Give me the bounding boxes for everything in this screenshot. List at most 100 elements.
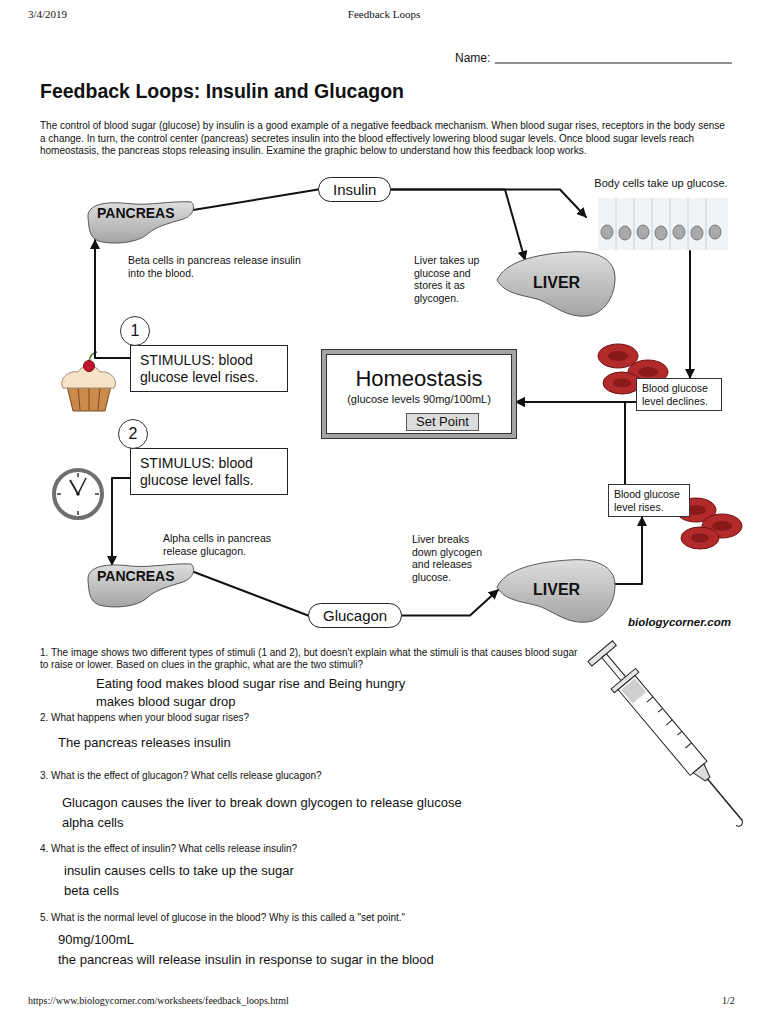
body-cells-illustration-part bbox=[637, 225, 649, 239]
red-blood-cells-upper-part bbox=[613, 379, 631, 388]
node-text: STIMULUS: blood glucose level falls. bbox=[140, 455, 280, 489]
liver-shape bbox=[497, 252, 615, 317]
node-text: 2 bbox=[129, 425, 138, 443]
body-cells-illustration-part bbox=[709, 225, 721, 239]
node-text: Homeostasis bbox=[332, 366, 506, 392]
set-point-box: Set Point bbox=[406, 413, 479, 431]
body-cells-illustration-part bbox=[691, 226, 703, 240]
question-text: 3. What is the effect of glucagon? What … bbox=[40, 770, 322, 781]
syringe-illustration-part bbox=[736, 820, 744, 827]
syringe-illustration-part bbox=[658, 708, 663, 712]
body-cells-illustration-part bbox=[619, 226, 631, 240]
header-title: Feedback Loops bbox=[284, 8, 484, 20]
red-blood-cells-lower-part bbox=[681, 527, 719, 549]
source-credit: biologycorner.com bbox=[628, 616, 731, 628]
pancreas-shape bbox=[88, 202, 194, 243]
syringe-illustration-part bbox=[618, 675, 707, 775]
clock-illustration-part bbox=[78, 478, 86, 494]
callout-number: 1 bbox=[120, 316, 150, 346]
syringe-illustration-part bbox=[677, 731, 682, 735]
homeostasis-box: Homeostasis(glucose levels 90mg/100mL) Se… bbox=[322, 350, 516, 438]
state-box: Blood glucose level rises. bbox=[608, 484, 690, 517]
node-caption: (glucose levels 90mg/100mL) bbox=[332, 392, 506, 406]
red-blood-cells-lower-part bbox=[712, 521, 732, 531]
cupcake-illustration-part bbox=[67, 386, 111, 411]
node-caption: Alpha cells in pancreas release glucagon… bbox=[163, 532, 303, 557]
organ-liver: LIVERLiver breaks down glycogen and rele… bbox=[495, 558, 617, 624]
answer-text: Glucagon causes the liver to break down … bbox=[62, 795, 462, 810]
answer-text: Eating food makes blood sugar rise and B… bbox=[96, 675, 441, 711]
body-cells-illustration-part bbox=[673, 225, 685, 239]
node-text: 1 bbox=[131, 322, 140, 340]
node-text: Insulin bbox=[333, 181, 376, 198]
flow-arrow bbox=[402, 590, 498, 616]
node-text: Blood glucose level declines. bbox=[642, 382, 716, 407]
clock-illustration-part bbox=[77, 511, 79, 515]
cupcake-illustration bbox=[62, 352, 116, 411]
footer-url: https://www.biologycorner.com/worksheets… bbox=[28, 995, 289, 1006]
header-date: 3/4/2019 bbox=[28, 8, 67, 20]
hormone-pill: Glucagon bbox=[308, 603, 402, 628]
stimulus-box: STIMULUS: blood glucose level rises. bbox=[130, 345, 288, 392]
organ-pancreas: PANCREASBeta cells in pancreas release i… bbox=[85, 198, 197, 246]
name-field: Name: bbox=[455, 51, 490, 65]
organ-pancreas: PANCREASAlpha cells in pancreas release … bbox=[85, 560, 197, 610]
organ-liver: LIVERLiver takes up glucose and stores i… bbox=[495, 250, 617, 318]
syringe-illustration-part bbox=[708, 779, 743, 820]
node-text: PANCREAS bbox=[97, 568, 175, 584]
body-cells-illustration-part bbox=[651, 198, 653, 250]
answer-text: insulin causes cells to take up the suga… bbox=[64, 863, 294, 878]
flow-arrow bbox=[516, 402, 625, 484]
node-caption: Liver takes up glucose and stores it as … bbox=[414, 254, 492, 304]
flow-arrow bbox=[193, 190, 318, 211]
cupcake-illustration-part bbox=[89, 387, 90, 410]
syringe-illustration bbox=[588, 641, 756, 833]
answer-text: alpha cells bbox=[62, 815, 123, 830]
node-text: LIVER bbox=[533, 274, 580, 292]
syringe-illustration-part bbox=[693, 764, 713, 784]
syringe-illustration-part bbox=[685, 743, 691, 748]
clock-illustration-part bbox=[76, 492, 80, 496]
hormone-pill: Insulin bbox=[318, 177, 391, 202]
flow-arrow bbox=[194, 572, 308, 616]
body-cells-illustration-part bbox=[655, 226, 667, 240]
body-cells-illustration-part bbox=[687, 198, 689, 250]
body-cells-illustration-part bbox=[705, 198, 707, 250]
red-blood-cells-upper-part bbox=[638, 367, 658, 377]
state-box: Blood glucose level declines. bbox=[636, 378, 722, 411]
node-text: STIMULUS: blood glucose level rises. bbox=[140, 352, 280, 386]
question-text: 4. What is the effect of insulin? What c… bbox=[40, 843, 297, 854]
clock-illustration-part bbox=[77, 473, 79, 477]
body-cells-illustration bbox=[598, 198, 728, 250]
flow-arrow bbox=[615, 517, 642, 584]
page-number: 1/2 bbox=[722, 995, 735, 1006]
clock-illustration-part bbox=[70, 480, 78, 494]
node-text: Blood glucose level rises. bbox=[614, 488, 684, 513]
node-caption: Beta cells in pancreas release insulin i… bbox=[128, 254, 308, 279]
red-blood-cells-upper-part bbox=[608, 351, 628, 361]
pancreas-outline bbox=[85, 560, 197, 610]
answer-text: The pancreas releases insulin bbox=[58, 735, 231, 750]
node-text: Set Point bbox=[416, 414, 469, 430]
clock-illustration-part bbox=[95, 493, 99, 495]
answer-text: 90mg/100mL bbox=[58, 932, 134, 947]
clock-illustration bbox=[54, 470, 102, 518]
cupcake-illustration-part bbox=[98, 387, 100, 410]
name-line-part bbox=[495, 63, 732, 64]
question-text: 1. The image shows two different types o… bbox=[40, 647, 585, 671]
syringe-illustration-part bbox=[602, 654, 626, 681]
node-text: Glucagon bbox=[323, 607, 387, 624]
syringe-illustration-part bbox=[666, 720, 672, 725]
question-text: 2. What happens when your blood sugar ri… bbox=[40, 712, 249, 723]
callout-number: 2 bbox=[118, 419, 148, 449]
node-text: LIVER bbox=[533, 581, 580, 599]
flow-arrow bbox=[391, 190, 586, 218]
cupcake-illustration-part bbox=[84, 361, 95, 372]
body-cells-illustration-part bbox=[633, 198, 635, 250]
answer-text: beta cells bbox=[64, 883, 119, 898]
answer-text: the pancreas will release insulin in res… bbox=[58, 952, 434, 967]
node-caption: Liver breaks down glycogen and releases … bbox=[412, 533, 492, 583]
question-text: 5. What is the normal level of glucose i… bbox=[40, 912, 405, 923]
flow-arrow bbox=[391, 190, 525, 261]
